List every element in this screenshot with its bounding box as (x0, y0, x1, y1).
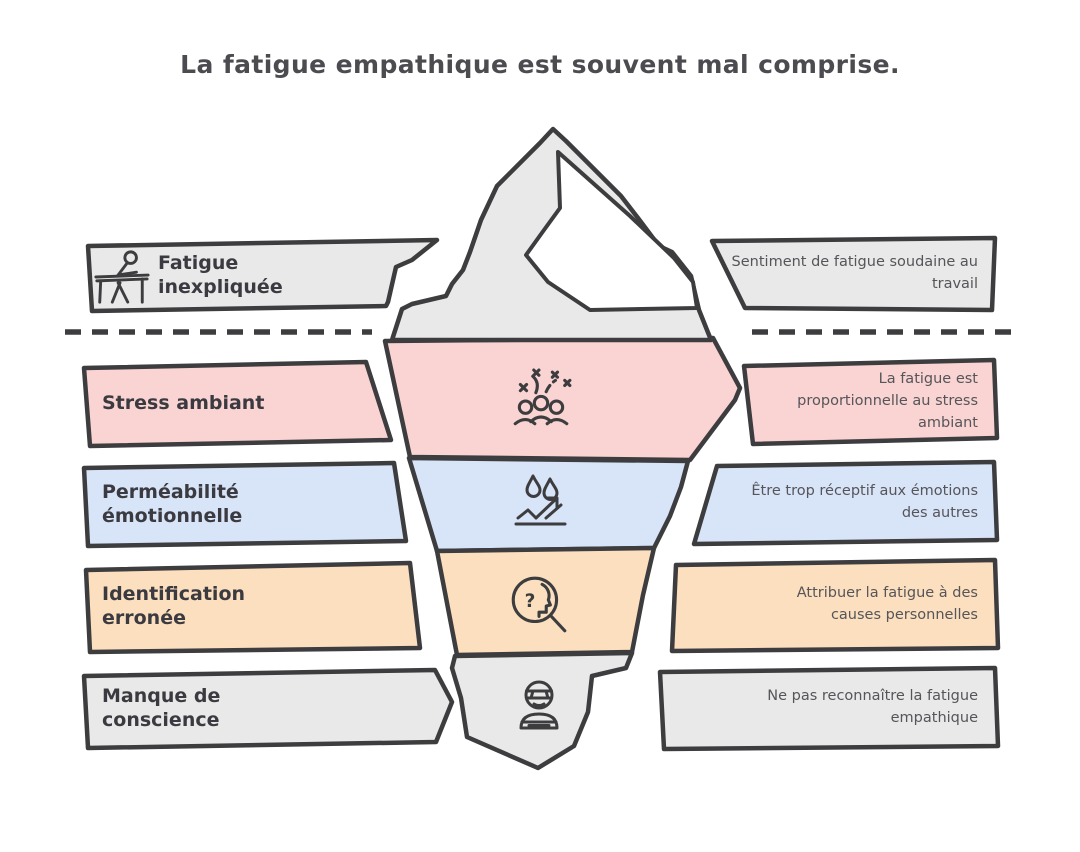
label-stress-ambiant: Stress ambiant (102, 392, 265, 415)
crowd-stress-icon (508, 368, 574, 434)
water-repel-icon (508, 472, 572, 536)
iceberg-tip-facet (524, 150, 699, 312)
blindfolded-person-icon (509, 678, 569, 738)
iceberg-band-manque-conscience (449, 650, 635, 771)
right-box-manque-conscience (657, 665, 1001, 752)
right-box-permeabilite (691, 459, 1000, 547)
head-magnifier-icon: ? (505, 572, 571, 638)
left-box-manque-conscience (81, 667, 455, 751)
description-stress-ambiant: La fatigue est proportionnelle au stress… (797, 371, 978, 431)
left-box-stress-ambiant (81, 359, 394, 449)
label-fatigue-inexpliquee: Fatigue inexpliquée (158, 252, 283, 298)
page-title: La fatigue empathique est souvent mal co… (180, 50, 900, 79)
svg-text:?: ? (525, 591, 536, 612)
left-box-identification (83, 560, 423, 655)
left-box-fatigue-inexpliquee (85, 237, 440, 314)
right-box-identification (669, 557, 1001, 654)
description-manque-conscience: Ne pas reconnaître la fatigue empathique (767, 688, 978, 726)
description-fatigue-inexpliquee: Sentiment de fatigue soudaine au travail (731, 254, 978, 292)
label-identification: Identification erronée (102, 583, 246, 629)
left-box-permeabilite (81, 460, 409, 549)
description-permeabilite: Être trop réceptif aux émotions des autr… (751, 483, 978, 521)
iceberg-band-identification (434, 545, 657, 658)
diagram-strokes (65, 126, 1015, 771)
label-manque-conscience: Manque de conscience (102, 685, 221, 731)
tired-worker-desk-icon (92, 248, 150, 306)
right-box-fatigue-inexpliquee (709, 235, 998, 313)
description-identification: Attribuer la fatigue à des causes person… (796, 585, 978, 623)
label-permeabilite: Perméabilité émotionnelle (102, 481, 243, 527)
right-box-stress-ambiant (741, 357, 1000, 447)
